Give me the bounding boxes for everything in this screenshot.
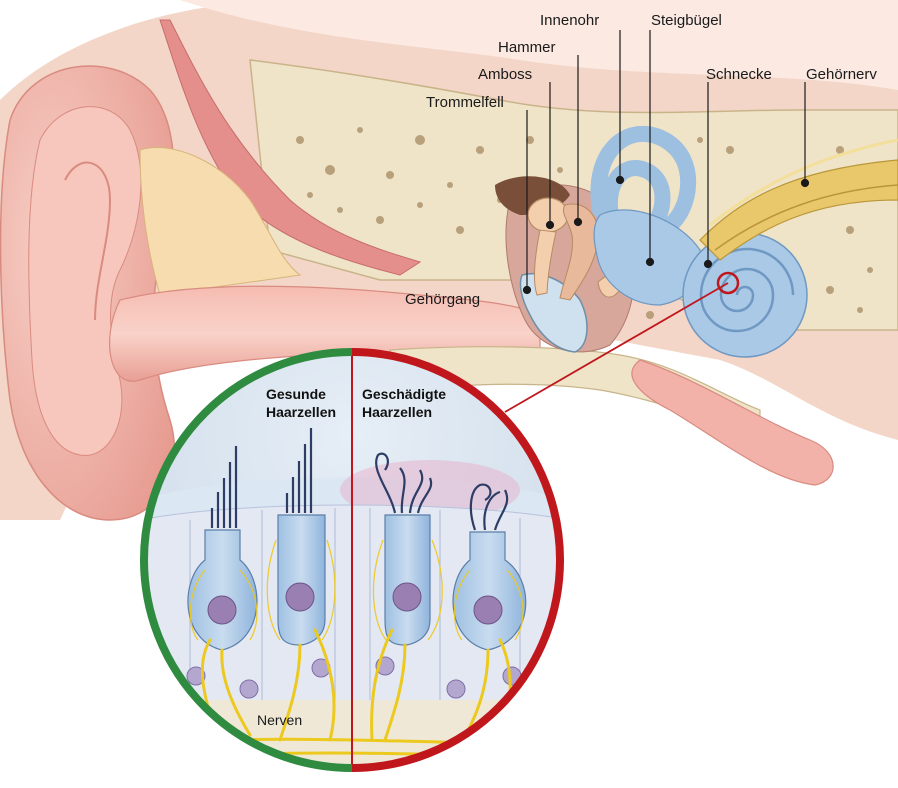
label-innenohr: Innenohr	[540, 12, 599, 29]
label-gehoergang: Gehörgang	[405, 291, 480, 308]
auditory-nerve	[699, 138, 898, 261]
healthy-ring	[140, 348, 353, 772]
cartilage	[139, 146, 302, 296]
healthy-hair-cell-2	[277, 428, 326, 646]
hammer-handle	[533, 229, 557, 296]
label-hammer: Hammer	[498, 39, 556, 56]
zoom-connector	[504, 282, 729, 413]
eustachian-tube	[631, 359, 834, 486]
label-amboss: Amboss	[478, 66, 532, 83]
cochlea-focus-marker	[716, 271, 740, 295]
damaged-hair-cell-1	[375, 452, 433, 646]
inset-damaged-line2: Haarzellen	[362, 404, 432, 420]
amboss-bone	[559, 203, 599, 301]
hair-cell-inset: Gesunde Haarzellen Geschädigte Haarzelle…	[140, 348, 564, 772]
leader-lines	[522, 30, 810, 295]
semicircular-canals	[590, 125, 697, 238]
inset-nerves-label: Nerven	[257, 712, 302, 728]
inset-healthy-line2: Haarzellen	[266, 404, 336, 420]
damaged-ring	[351, 348, 564, 772]
inner-ear	[590, 125, 808, 358]
pinna	[0, 65, 175, 521]
vestibule	[593, 209, 704, 306]
inset-damaged-line1: Geschädigte	[362, 386, 446, 402]
healthy-hair-cell-1	[187, 446, 258, 651]
label-steigbuegel: Steigbügel	[651, 12, 722, 29]
inset-healthy-line1: Gesunde	[266, 386, 326, 402]
damaged-hair-cell-2	[452, 483, 527, 651]
label-schnecke: Schnecke	[706, 66, 772, 83]
muscle-strip	[159, 19, 422, 276]
label-trommelfell: Trommelfell	[426, 94, 504, 111]
label-gehoernerv: Gehörnerv	[806, 66, 877, 83]
